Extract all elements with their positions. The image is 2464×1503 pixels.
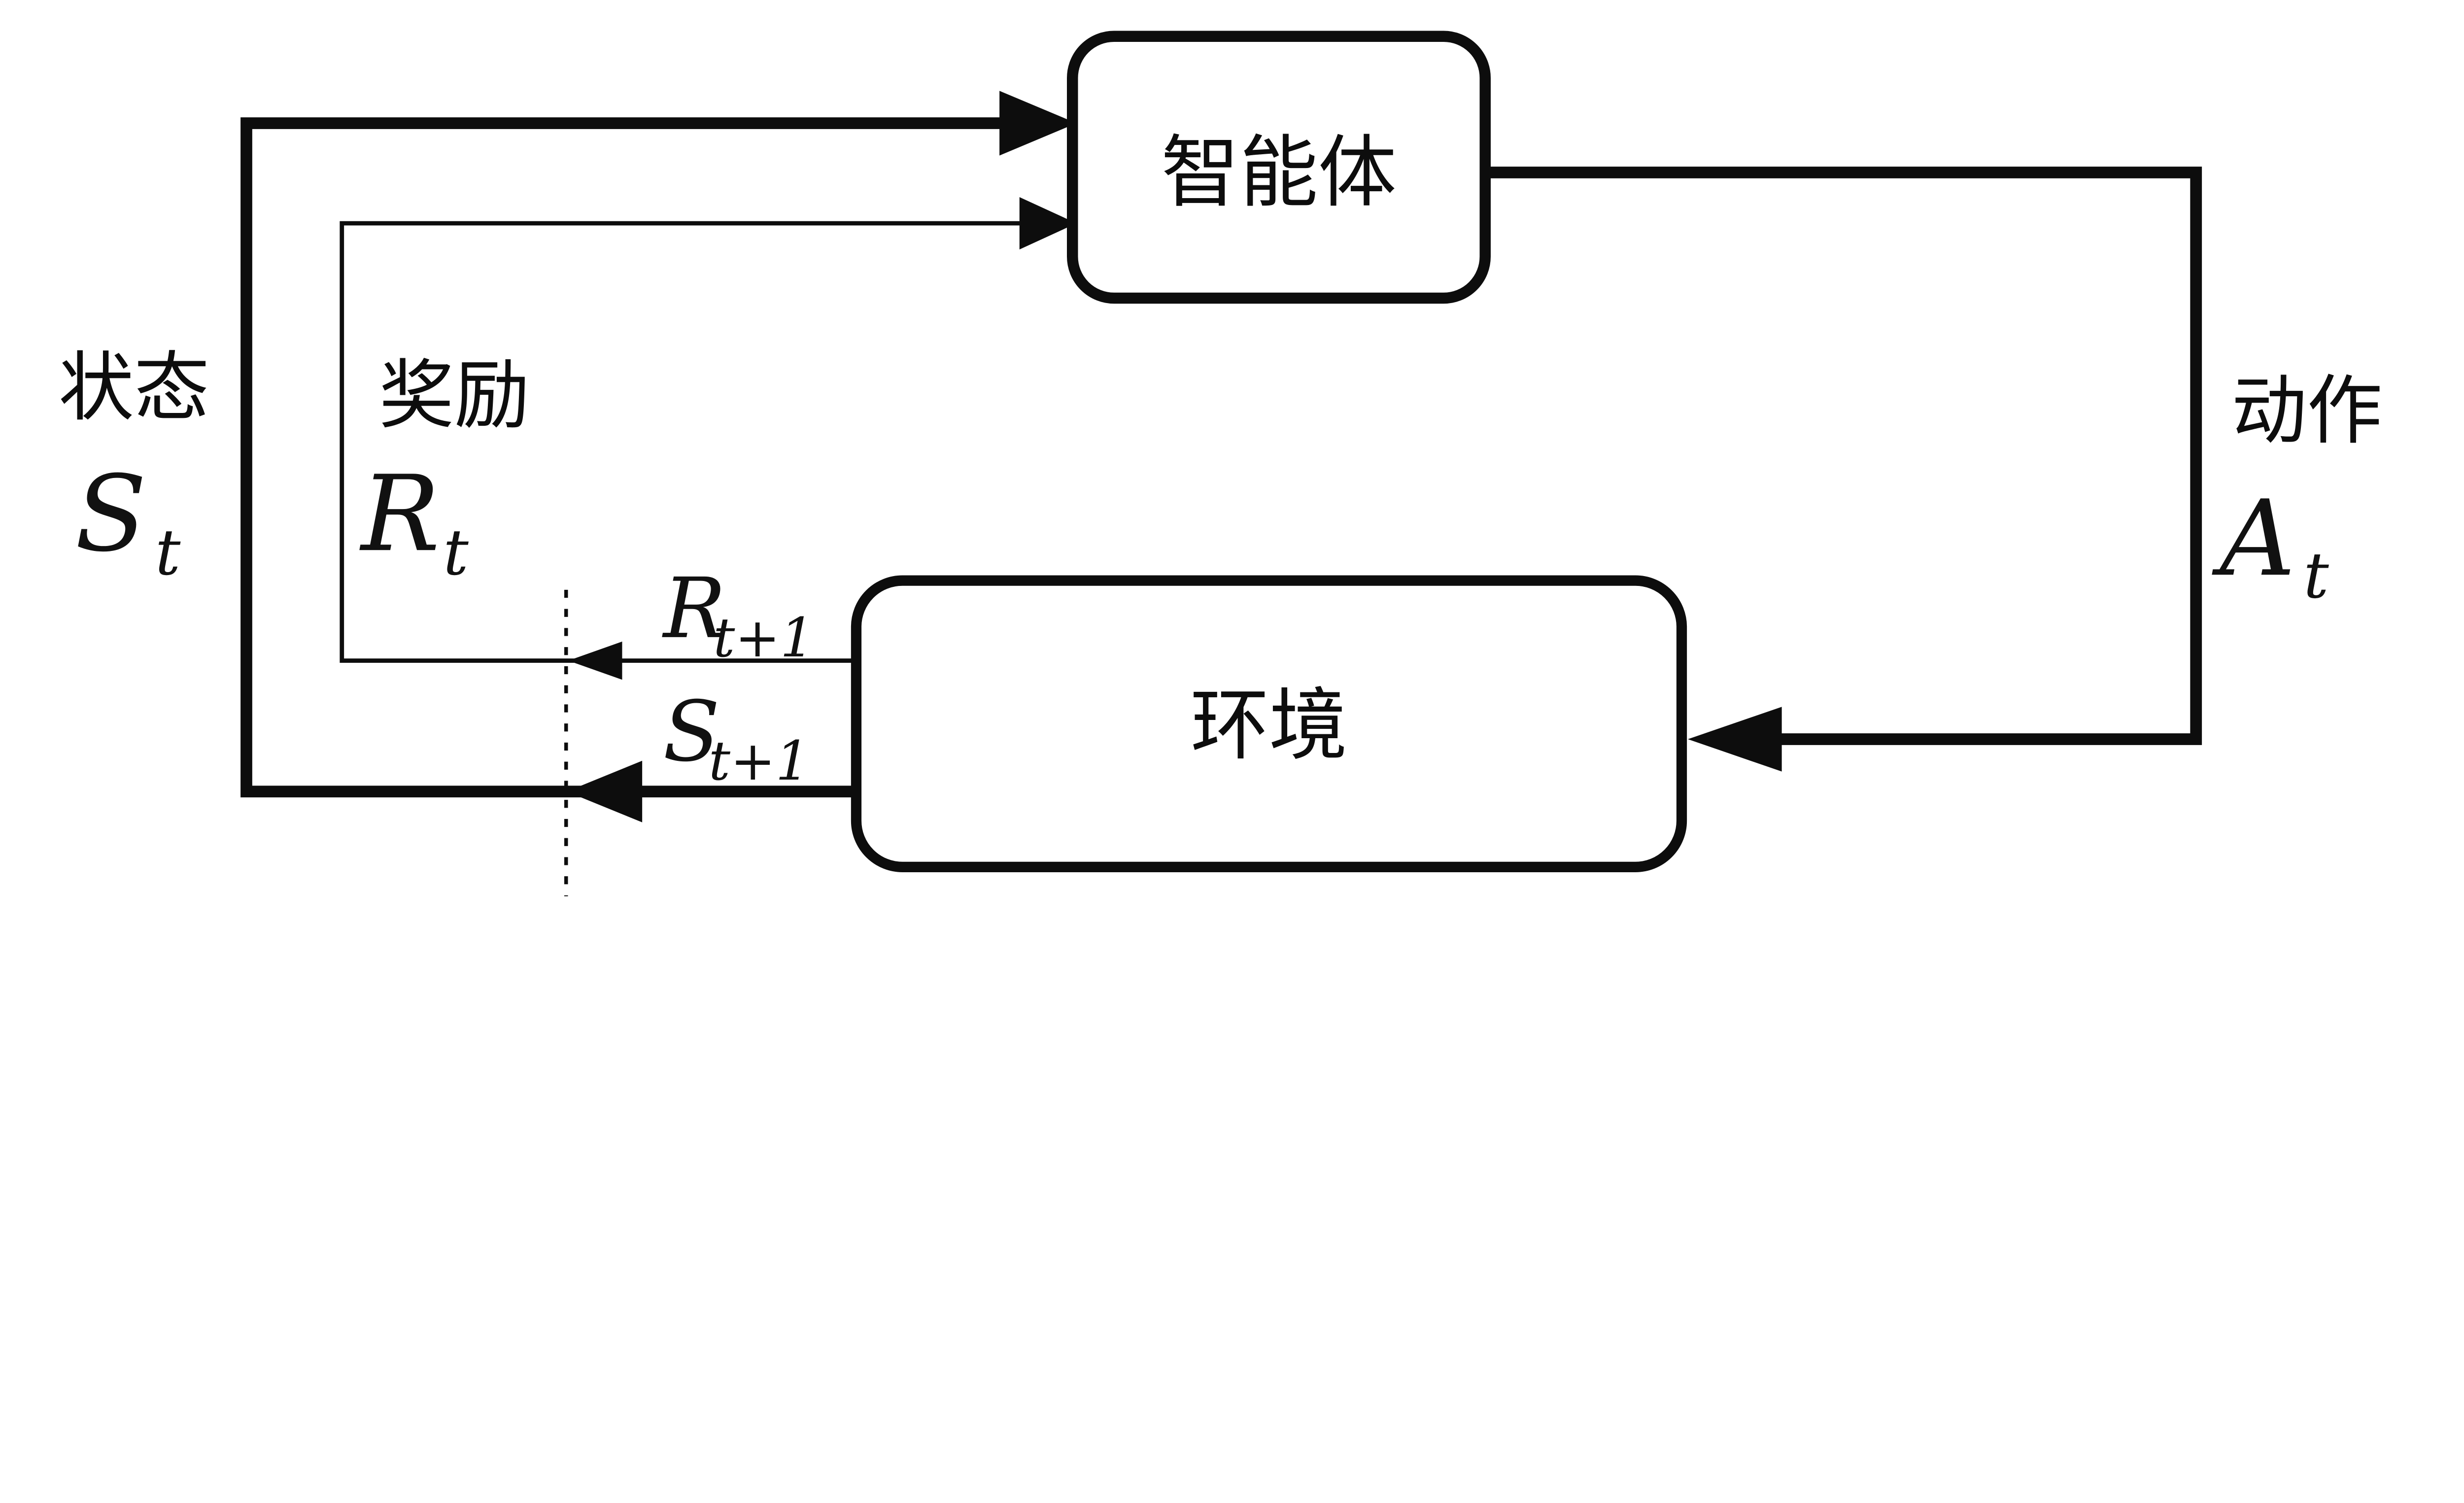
state-signal-line [240,117,1007,798]
state-symbol: S [75,453,147,575]
environment-box [851,575,1687,872]
reward-into-agent-arrowhead-icon [1019,197,1077,250]
environment-label: 环境 [1191,680,1348,771]
reward-symbol-subscript: t [443,516,469,589]
action-into-environment-arrowhead-icon [1688,707,1782,772]
state-into-agent-arrowhead-icon [999,91,1077,156]
next-reward-symbol: R [662,560,726,657]
action-symbol-subscript: t [2303,539,2329,613]
reward-label: 奖励 [379,352,530,440]
next-reward-arrowhead-icon [568,641,622,680]
agent-box [1067,31,1491,304]
next-state-symbol: S [663,683,720,780]
action-signal-line [1478,167,2202,745]
state-label: 状态 [59,344,209,432]
next-state-arrowhead-icon [567,760,643,822]
diagram-canvas: 智能体 环境 状态 S t 奖励 R t 动作 A t R t+1 S t+1 [58,31,2383,896]
reward-symbol: R [359,453,440,575]
action-symbol: A [2212,478,2295,600]
action-label: 动作 [2231,367,2382,455]
rl-agent-environment-diagram: 智能体 环境 状态 S t 奖励 R t 动作 A t R t+1 S t+1 [58,31,2383,896]
next-reward-symbol-subscript: t+1 [713,606,814,669]
next-state-symbol-subscript: t+1 [709,729,810,792]
agent-label: 智能体 [1161,127,1397,218]
state-symbol-subscript: t [155,516,181,589]
